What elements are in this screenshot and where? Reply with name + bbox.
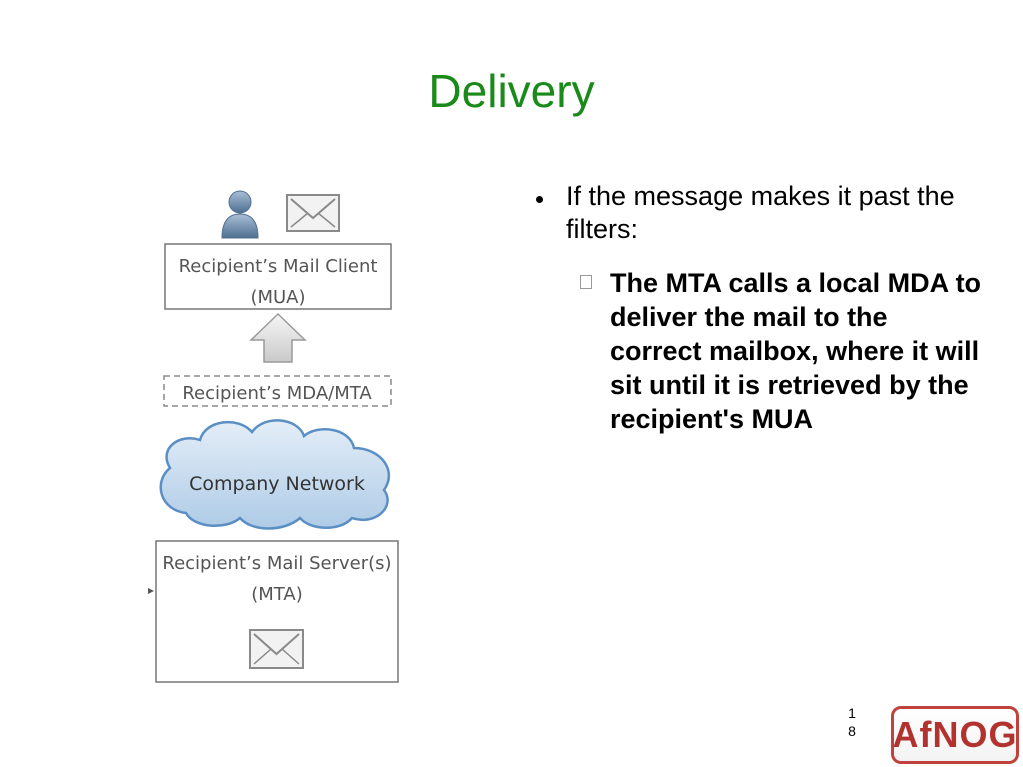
bullet-marker-icon [148, 588, 154, 594]
page-number-digit: 8 [848, 723, 856, 739]
mda-mta-box: Recipient’s MDA/MTA [163, 375, 392, 407]
mail-server-sublabel: (MTA) [251, 584, 303, 605]
envelope-icon [286, 194, 340, 232]
logo-text: AfNOG [892, 714, 1018, 755]
envelope-icon [249, 629, 304, 669]
page-number: 1 8 [845, 704, 859, 740]
sub-bullet-text: The MTA calls a local MDA to deliver the… [610, 268, 982, 434]
bullet-item: If the message makes it past the filters… [533, 180, 983, 246]
mail-client-label: Recipient’s Mail Client [179, 256, 378, 277]
bullet-list: If the message makes it past the filters… [533, 180, 983, 436]
mail-server-box: Recipient’s Mail Server(s) (MTA) [155, 540, 399, 683]
network-label: Company Network [189, 473, 365, 495]
sub-bullet-item: The MTA calls a local MDA to deliver the… [533, 266, 983, 436]
company-network-cloud: Company Network [159, 419, 391, 530]
bullet-text: If the message makes it past the filters… [566, 181, 955, 244]
mail-server-label: Recipient’s Mail Server(s) [162, 553, 391, 574]
mail-client-sublabel: (MUA) [250, 287, 305, 308]
sub-bullet-box-icon [580, 275, 592, 289]
bullet-dot-icon [536, 196, 543, 203]
mail-client-box: Recipient’s Mail Client (MUA) [164, 243, 392, 310]
up-arrow-icon [249, 312, 307, 363]
page-number-digit: 1 [848, 705, 856, 721]
person-icon [221, 190, 259, 239]
mda-mta-label: Recipient’s MDA/MTA [182, 383, 372, 404]
afnog-logo: AfNOG [891, 706, 1019, 764]
slide-title: Delivery [428, 65, 595, 117]
